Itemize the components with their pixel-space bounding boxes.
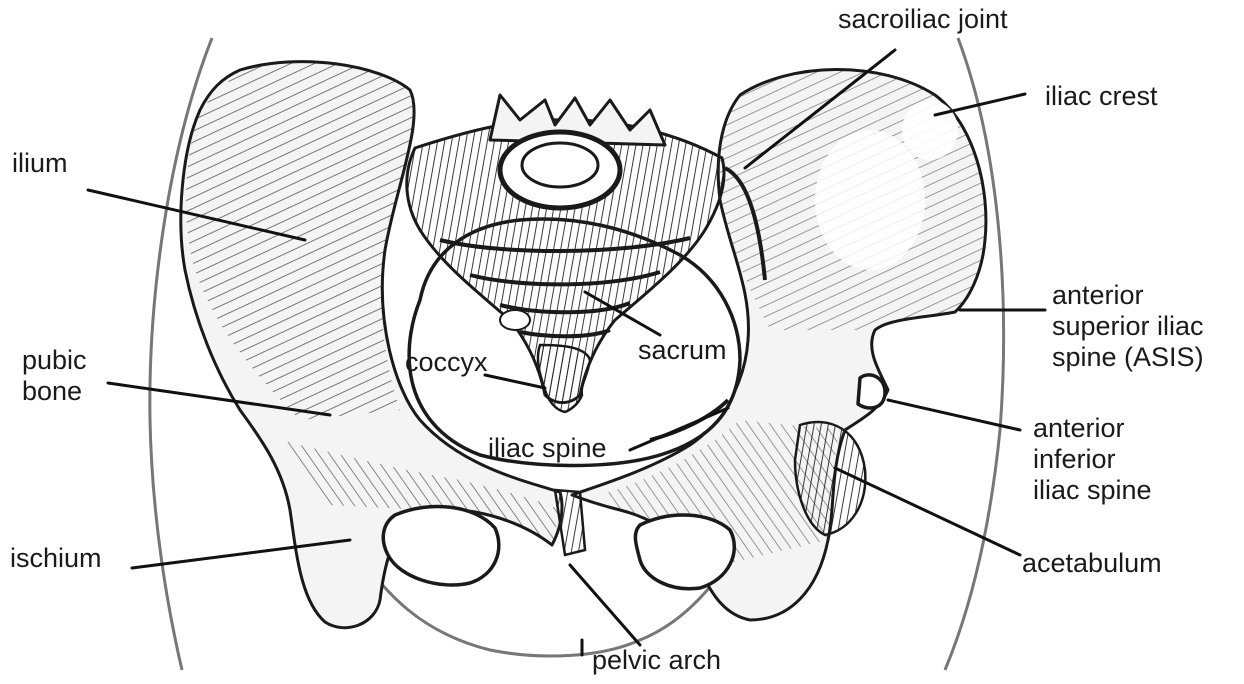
left-obturator bbox=[383, 506, 499, 585]
label-pubic-bone-line2: bone bbox=[22, 376, 87, 407]
label-acetabulum: acetabulum bbox=[1022, 548, 1162, 579]
label-asis: anterior superior iliac spine (ASIS) bbox=[1052, 280, 1204, 373]
label-pelvic-arch: pelvic arch bbox=[592, 645, 721, 676]
label-aiis-line3: iliac spine bbox=[1033, 475, 1152, 506]
label-iliac-spine: iliac spine bbox=[488, 433, 607, 464]
leader-pelvic-arch bbox=[570, 565, 640, 645]
label-aiis: anterior inferior iliac spine bbox=[1033, 413, 1152, 506]
label-aiis-line1: anterior bbox=[1033, 413, 1152, 444]
label-iliac-crest: iliac crest bbox=[1045, 81, 1158, 112]
label-coccyx: coccyx bbox=[405, 347, 488, 378]
label-sacrum: sacrum bbox=[638, 335, 727, 366]
label-asis-line1: anterior bbox=[1052, 280, 1204, 311]
pubic-symphysis bbox=[555, 490, 585, 555]
right-obturator bbox=[635, 515, 734, 589]
label-pubic-bone-line1: pubic bbox=[22, 345, 87, 376]
label-ischium: ischium bbox=[10, 543, 102, 574]
right-ilium-highlight-2 bbox=[902, 100, 958, 160]
label-asis-line3: spine (ASIS) bbox=[1052, 342, 1204, 373]
sacral-foramen bbox=[500, 310, 530, 330]
label-aiis-line2: inferior bbox=[1033, 444, 1152, 475]
label-pubic-bone: pubic bone bbox=[22, 345, 87, 407]
label-sacroiliac-joint: sacroiliac joint bbox=[838, 4, 1008, 35]
right-ilium-highlight bbox=[815, 130, 925, 270]
asis-bump bbox=[858, 375, 885, 408]
label-asis-line2: superior iliac bbox=[1052, 311, 1204, 342]
vertebra-canal bbox=[522, 143, 598, 187]
leader-acetabulum bbox=[835, 468, 1020, 555]
label-ilium: ilium bbox=[12, 148, 68, 179]
